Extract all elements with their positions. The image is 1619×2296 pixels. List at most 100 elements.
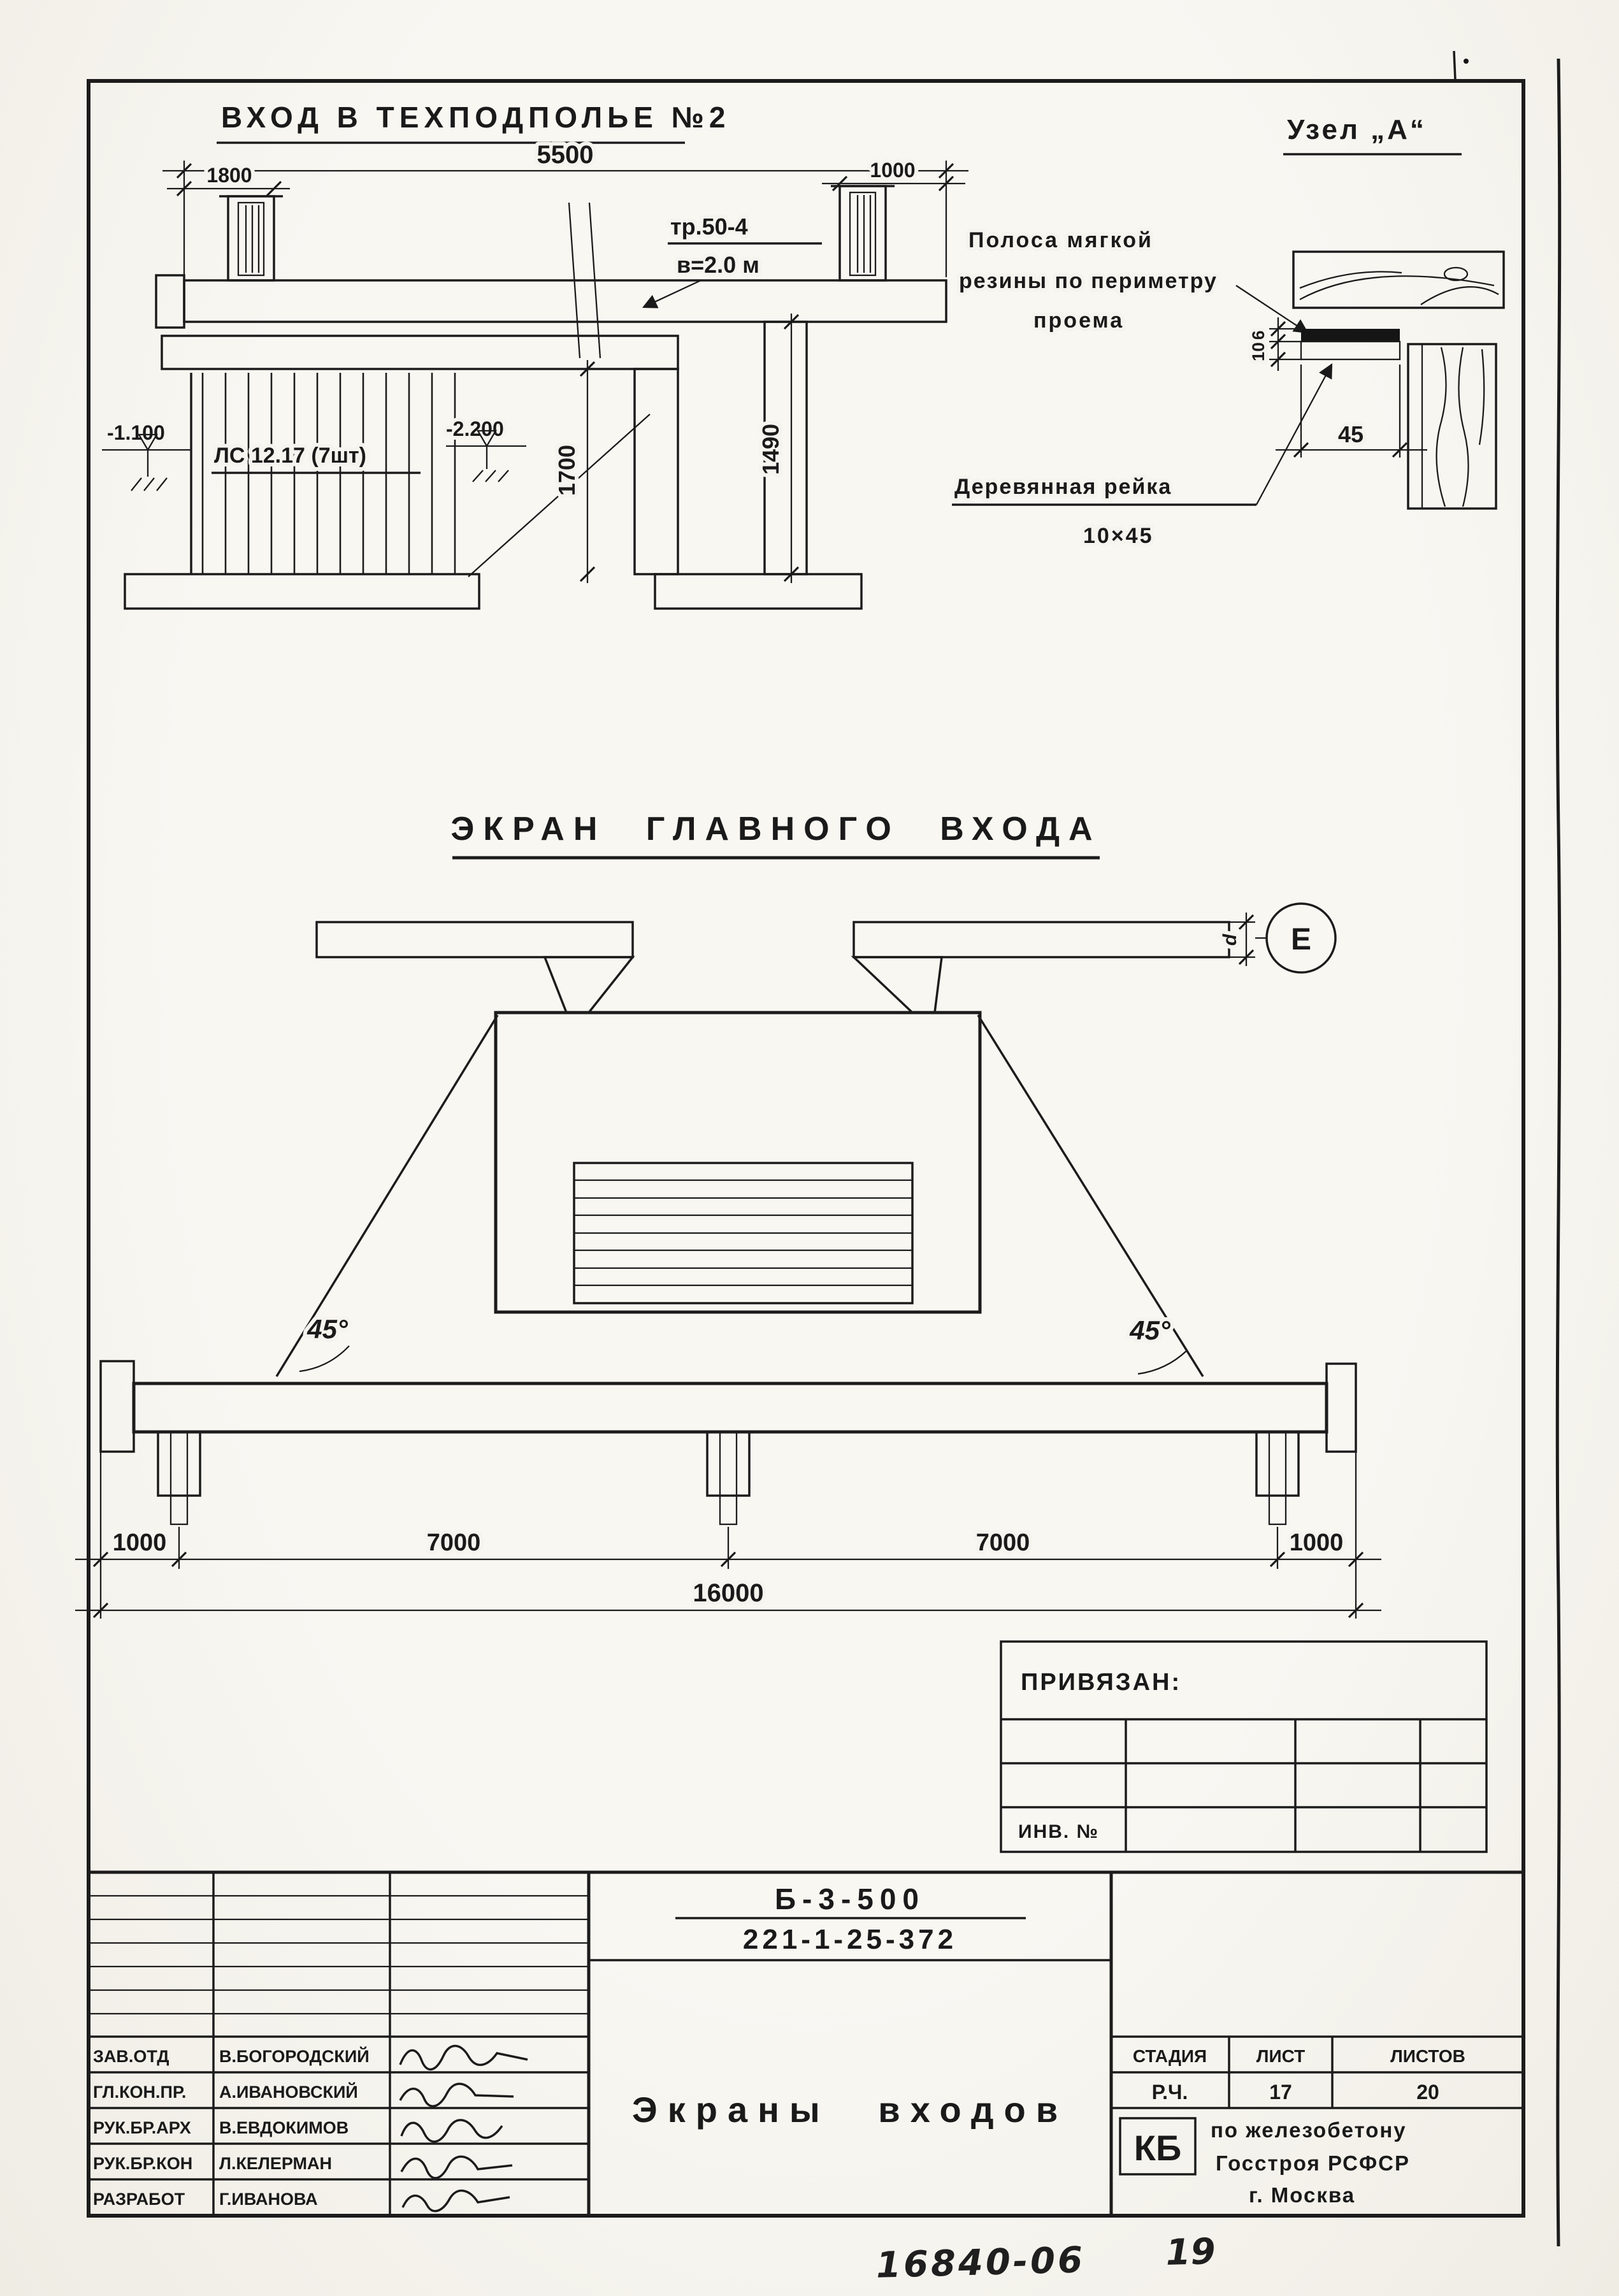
signature xyxy=(401,2189,510,2213)
title-block: ЗАВ.ОТД В.БОГОРОДСКИЙ ГЛ.КОН.ПР. А.ИВАНО… xyxy=(89,1870,1523,2216)
brace-right xyxy=(977,1014,1204,1377)
dim-1490: 1490 xyxy=(754,314,800,583)
inventory-label: ИНВ. № xyxy=(1018,1821,1099,1842)
canopy-beam-right xyxy=(853,921,1230,958)
dim-rubber-lath: 6 10 xyxy=(1245,317,1302,371)
rubber-callout-2: резины по периметру xyxy=(959,269,1218,293)
page-fold-line xyxy=(1555,58,1562,2247)
signature xyxy=(400,2119,503,2143)
lintel-leader xyxy=(642,279,702,308)
signer-rows: ЗАВ.ОТД В.БОГОРОДСКИЙ ГЛ.КОН.ПР. А.ИВАНО… xyxy=(93,2044,528,2213)
drawing-entrance: ВХОД В ТЕХПОДПОЛЬЕ №2 5500 1800 1000 xyxy=(102,101,968,610)
corbel-left xyxy=(543,956,635,1014)
wood-grain-vertical xyxy=(1436,347,1485,507)
dim-1700: 1700 xyxy=(550,360,596,583)
signer-name: В.ЕВДОКИМОВ xyxy=(219,2118,349,2137)
dim-label-10: 10 xyxy=(1249,342,1268,361)
wood-knot xyxy=(1443,266,1469,282)
handwritten-page: 19 xyxy=(1165,2231,1216,2274)
slab-end-left xyxy=(99,1360,135,1453)
dim-label-1700: 1700 xyxy=(554,445,580,496)
signer-name: А.ИВАНОВСКИЙ xyxy=(219,2082,358,2102)
sheets-label: ЛИСТОВ xyxy=(1390,2046,1465,2066)
rubber-callout-1: Полоса мягкой xyxy=(968,228,1153,252)
signer-name: Л.КЕЛЕРМАН xyxy=(219,2154,332,2173)
landing-slab xyxy=(161,335,679,370)
right-door-post xyxy=(831,185,895,282)
level-mark-lower: -2.200 xyxy=(442,414,526,482)
dim-1800: 1800 xyxy=(167,160,290,197)
node-a-title: Узел „А“ xyxy=(1287,114,1427,145)
lintel-label-1: тр.50-4 xyxy=(670,213,748,240)
revision-grid xyxy=(89,1872,589,2216)
sheet-label: ЛИСТ xyxy=(1256,2046,1305,2066)
dim-45: 45 xyxy=(1276,365,1427,458)
footing-left xyxy=(124,573,480,610)
angle-label-left: 45° xyxy=(306,1314,349,1344)
break-line-1 xyxy=(568,202,581,359)
basement-wall xyxy=(633,368,679,575)
left-door-post xyxy=(219,195,283,282)
document-title: Экраны входов xyxy=(632,2090,1068,2130)
detail-node-a: Узел „А“ Полоса мягкой резины по перимет… xyxy=(951,114,1505,552)
angle-arc-left xyxy=(299,1345,350,1373)
hollow-core-slab xyxy=(183,279,947,323)
lath-leader xyxy=(1255,363,1333,505)
sheet-value: 17 xyxy=(1269,2081,1292,2104)
handwritten-code: 16840-06 xyxy=(875,2239,1086,2286)
binding-table-border xyxy=(1000,1640,1488,1853)
dim-label-7000-right: 7000 xyxy=(976,1529,1030,1556)
drawing-screen: ЭКРАН ГЛАВНОГО ВХОДА d Е 45° 45° xyxy=(75,811,1381,1619)
rubber-callout-3: проема xyxy=(1033,308,1124,333)
dim-label-6: 6 xyxy=(1249,330,1268,340)
dim-5500: 5500 xyxy=(162,137,968,277)
handwritten-notes: 16840-06 19 xyxy=(875,2231,1216,2286)
signer-role: РАЗРАБОТ xyxy=(93,2190,185,2209)
code-top: Б-3-500 xyxy=(775,1882,925,1916)
signature xyxy=(400,2155,513,2179)
rubber-strip xyxy=(1301,329,1400,342)
level-mark-upper: -1.100 xyxy=(102,417,191,491)
wooden-lath xyxy=(1300,340,1401,361)
dim-label-1000-top: 1000 xyxy=(870,159,915,182)
thickness-label: d xyxy=(1220,934,1241,946)
angle-label-right: 45° xyxy=(1129,1315,1171,1345)
stairs-label: ЛС 12.17 (7шт) xyxy=(214,444,366,468)
bottom-slab xyxy=(132,1382,1328,1434)
org-line-1: по железобетону xyxy=(1211,2118,1407,2142)
binding-title: ПРИВЯЗАН: xyxy=(1021,1669,1181,1696)
signer-role: ГЛ.КОН.ПР. xyxy=(93,2083,186,2102)
dim-row-segments: 1000 7000 7000 1000 xyxy=(75,1435,1381,1619)
section-marker-letter: Е xyxy=(1291,923,1311,957)
signer-role: РУК.БР.КОН xyxy=(93,2154,192,2173)
level-lower-label: -2.200 xyxy=(446,417,504,440)
screen-title: ЭКРАН ГЛАВНОГО ВХОДА xyxy=(450,811,1101,848)
signer-role: РУК.БР.АРХ xyxy=(93,2118,191,2137)
org-line-3: г. Москва xyxy=(1249,2183,1355,2207)
entrance-title: ВХОД В ТЕХПОДПОЛЬЕ №2 xyxy=(221,101,731,134)
dim-label-1000-left: 1000 xyxy=(113,1529,167,1556)
stage-value: Р.Ч. xyxy=(1152,2081,1188,2104)
slab-end-block xyxy=(155,274,185,329)
lintel-callout: тр.50-4 в=2.0 м xyxy=(642,210,822,308)
registration-mark xyxy=(1453,50,1457,81)
rubber-leader xyxy=(1235,285,1309,334)
lintel-label-2: в=2.0 м xyxy=(677,252,759,278)
dim-label-45: 45 xyxy=(1338,421,1364,447)
signature xyxy=(399,2044,528,2071)
break-line-2 xyxy=(588,202,601,359)
brace-left xyxy=(275,1014,499,1377)
angle-arc-right xyxy=(1137,1350,1187,1375)
dim-row-total: 16000 xyxy=(75,1575,1381,1619)
corbel-right xyxy=(851,956,943,1014)
level-mark-icon xyxy=(476,430,498,448)
drawing-border xyxy=(87,79,1525,2218)
screen-frame xyxy=(494,1011,982,1314)
dim-label-7000-left: 7000 xyxy=(427,1529,481,1556)
louver-grille xyxy=(573,1162,914,1304)
stage-sheet-grid: СТАДИЯ ЛИСТ ЛИСТОВ Р.Ч. 17 20 xyxy=(1111,2035,1523,2109)
hanger-post xyxy=(157,1431,201,1526)
hanger-post xyxy=(1255,1431,1300,1526)
dim-label-16000: 16000 xyxy=(693,1579,763,1607)
